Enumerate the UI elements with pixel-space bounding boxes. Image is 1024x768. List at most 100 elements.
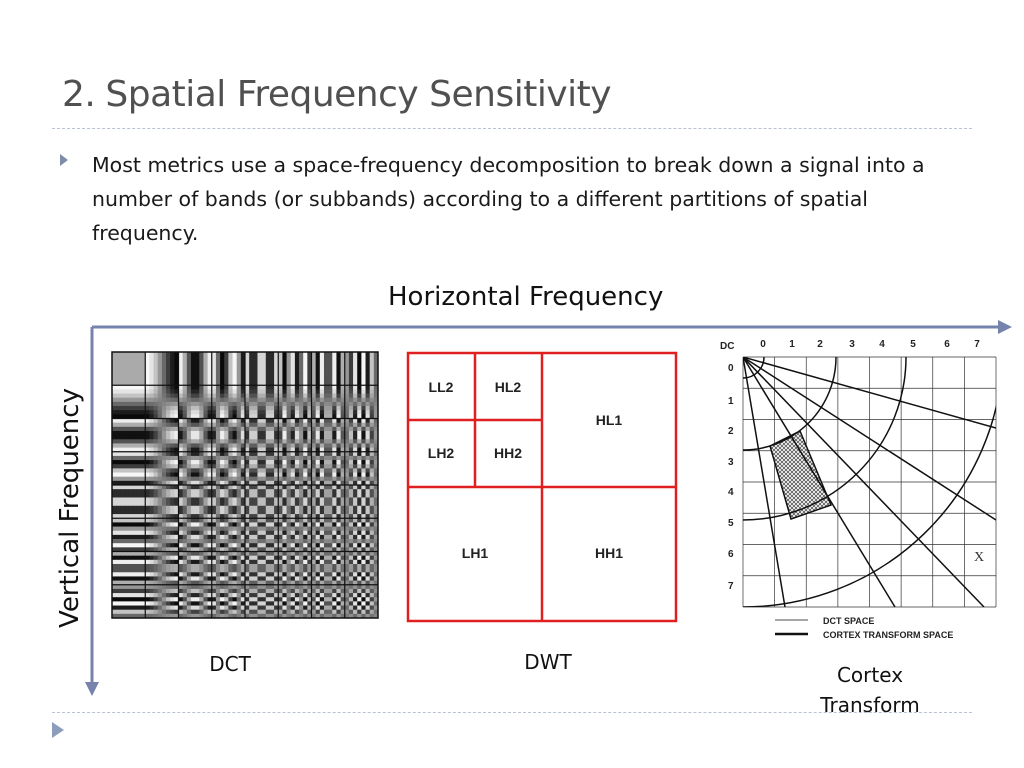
bullet-item: Most metrics use a space-frequency decom…: [60, 148, 960, 250]
cortex-col-label: 6: [944, 339, 950, 350]
cortex-row-label: 0: [728, 363, 734, 374]
dct-basis-block: [178, 584, 213, 618]
dct-basis-block: [211, 584, 246, 618]
dct-basis-block: [311, 352, 346, 386]
dct-basis-block: [245, 485, 279, 519]
dct-caption: DCT: [209, 652, 251, 676]
dwt-caption: DWT: [524, 650, 572, 674]
dct-basis-block: [344, 352, 378, 386]
dct-basis-block: [145, 518, 179, 552]
dct-basis-block: [311, 584, 346, 618]
dct-basis-block: [178, 352, 213, 386]
cortex-arc: [743, 357, 907, 521]
dct-basis-block: [245, 551, 279, 586]
cortex-row-label: 1: [728, 396, 734, 407]
cortex-col-label: 2: [817, 339, 823, 350]
dct-basis-block: [278, 385, 312, 419]
dct-basis-block: [145, 385, 179, 419]
dct-basis-block: [344, 385, 378, 419]
cortex-radial-line: [743, 357, 896, 607]
cortex-row-label: 3: [728, 457, 734, 468]
dwt-lh2: LH2: [428, 445, 455, 461]
dct-basis-block: [145, 551, 179, 586]
dct-basis-block: [211, 352, 246, 386]
cortex-arc: [743, 404, 996, 607]
cortex-arc: [743, 357, 765, 379]
slide-nav-arrow-icon[interactable]: [52, 722, 64, 738]
cortex-col-label: 1: [789, 339, 795, 350]
dct-basis-block: [245, 352, 279, 386]
cortex-arc: [743, 357, 837, 451]
dct-basis-block: [178, 518, 213, 552]
cortex-row-labels: 0 1 2 3 4 5 6 7: [728, 363, 734, 592]
cortex-row-label: 7: [728, 581, 734, 592]
dct-basis-block: [245, 584, 279, 618]
dct-basis-block: [112, 584, 146, 618]
cortex-row-label: 2: [728, 426, 734, 437]
dct-basis-block: [211, 385, 246, 419]
cortex-row-label: 5: [728, 518, 734, 529]
dct-basis-block: [344, 584, 378, 618]
dct-basis-block: [178, 418, 213, 453]
dct-basis-block: [112, 485, 146, 519]
dct-basis-block: [278, 518, 312, 552]
dct-basis-block: [344, 451, 378, 486]
dct-border: [111, 351, 379, 619]
dct-basis-block: [311, 485, 346, 519]
horizontal-axis-arrow-icon: [998, 320, 1012, 334]
dct-basis-block: [245, 451, 279, 486]
dct-basis-block: [344, 418, 378, 453]
dct-basis-block: [178, 385, 213, 419]
dct-basis-block: [344, 518, 378, 552]
dwt-hl2: HL2: [495, 379, 522, 395]
dct-basis-block: [344, 551, 378, 586]
dwt-hh1: HH1: [595, 545, 623, 561]
dct-basis-block: [245, 385, 279, 419]
dct-basis-block: [278, 352, 312, 386]
dct-basis-block: [211, 518, 246, 552]
vertical-axis-arrow-icon: [85, 682, 99, 696]
dct-basis-block: [278, 584, 312, 618]
dct-basis-block: [245, 418, 279, 453]
dct-basis-grid: [112, 352, 378, 618]
cortex-col-label: 7: [974, 339, 980, 350]
cortex-x-mark: X: [974, 550, 984, 565]
dct-basis-block: [245, 518, 279, 552]
dwt-ll2: LL2: [429, 379, 454, 395]
dct-basis-block: [178, 485, 213, 519]
dct-basis-block: [311, 385, 346, 419]
dct-basis-block: [112, 352, 146, 386]
cortex-radial-line: [743, 357, 786, 607]
cortex-col-label: 5: [910, 339, 916, 350]
cortex-column-labels: 0 1 2 3 4 5 6 7: [760, 339, 980, 350]
dct-basis-block: [211, 451, 246, 486]
cortex-row-label: 6: [728, 549, 734, 560]
dct-basis-block: [145, 418, 179, 453]
bullet-text: Most metrics use a space-frequency decom…: [92, 153, 925, 245]
cortex-hatched-region: [769, 429, 832, 520]
cortex-radial-line: [743, 357, 996, 521]
title-text: Spatial Frequency Sensitivity: [105, 74, 612, 115]
dwt-diagram: LL2 HL2 LH2 HH2 HL1 LH1 HH1: [406, 351, 678, 623]
dct-basis-block: [344, 485, 378, 519]
dct-basis-block: [211, 551, 246, 586]
dct-basis-block: [311, 418, 346, 453]
cortex-col-label: 4: [879, 339, 885, 350]
dct-basis-block: [145, 451, 179, 486]
dct-basis-block: [178, 551, 213, 586]
cortex-row-label: 4: [728, 487, 734, 498]
legend-dct-label: DCT SPACE: [823, 616, 874, 626]
dct-basis-block: [211, 485, 246, 519]
cortex-dc-label: DC: [720, 341, 734, 352]
dwt-hh2: HH2: [494, 445, 522, 461]
cortex-radial-line: [743, 357, 985, 607]
dct-basis-block: [112, 551, 146, 586]
cortex-transform-diagram: DC 0 1 2 3 4 5 6 7 0 1 2 3 4 5 6 7: [720, 339, 997, 640]
dct-basis-block: [145, 352, 179, 386]
dct-basis-block: [178, 451, 213, 486]
slide-title: 2.Spatial Frequency Sensitivity: [62, 74, 612, 115]
dct-basis-block: [278, 551, 312, 586]
dct-basis-block: [211, 418, 246, 453]
dct-basis-block: [145, 485, 179, 519]
dct-basis-block: [278, 418, 312, 453]
